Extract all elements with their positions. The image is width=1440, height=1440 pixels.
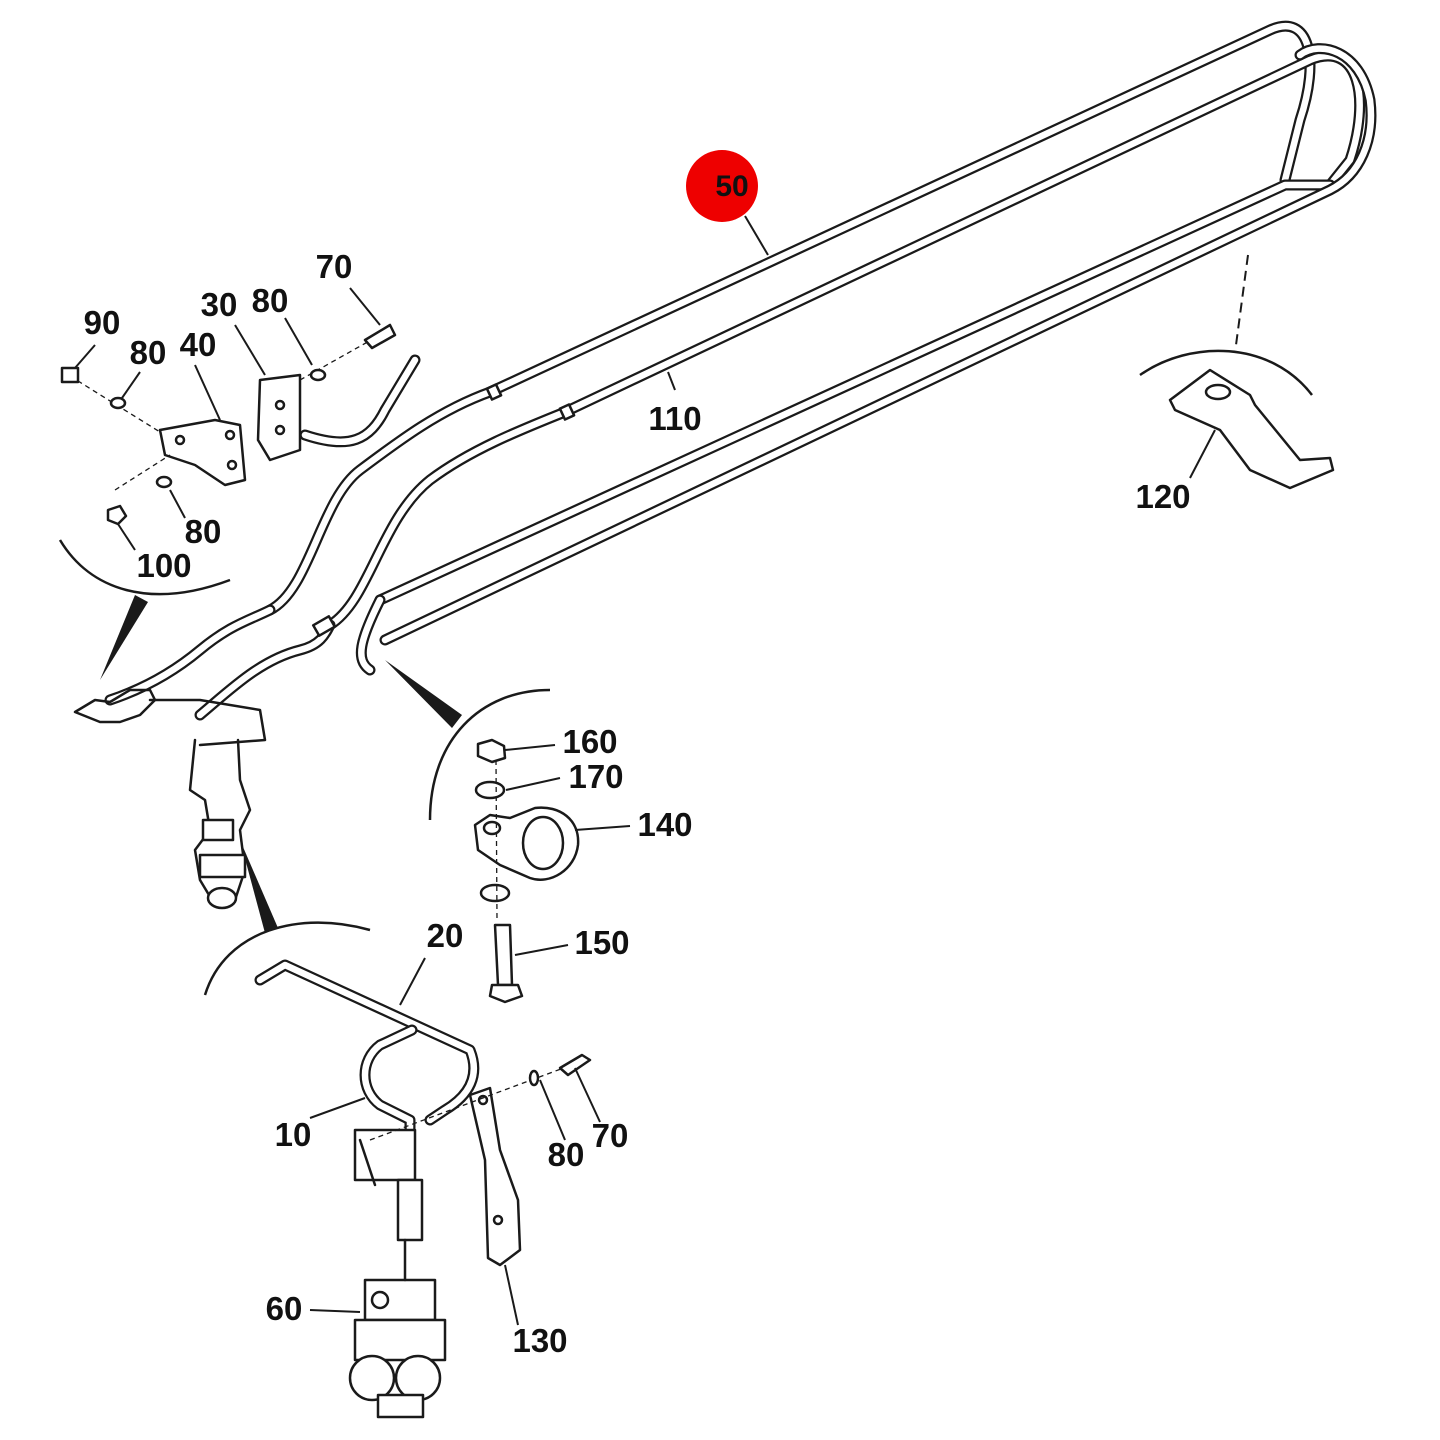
callout-label-160[interactable]: 160 bbox=[562, 723, 617, 760]
callout-label-30[interactable]: 30 bbox=[201, 286, 238, 323]
callout-label-80[interactable]: 80 bbox=[548, 1136, 585, 1173]
callout-label-70[interactable]: 70 bbox=[592, 1117, 629, 1154]
callout-label-120[interactable]: 120 bbox=[1135, 478, 1190, 515]
clamp-120-detail bbox=[1139, 254, 1335, 490]
callout-label-100[interactable]: 100 bbox=[136, 547, 191, 584]
detail-arc-bracket bbox=[58, 539, 231, 596]
callout-label-10[interactable]: 10 bbox=[275, 1116, 312, 1153]
bracket-detail bbox=[58, 323, 421, 680]
leader-lines bbox=[74, 215, 1216, 1326]
callout-label-80[interactable]: 80 bbox=[185, 513, 222, 550]
detail-arc-lower bbox=[203, 921, 371, 996]
callout-label-130[interactable]: 130 bbox=[512, 1322, 567, 1359]
detail-arc-clamp140 bbox=[428, 688, 551, 821]
detail-arrow-bracket bbox=[100, 595, 148, 680]
callout-label-110[interactable]: 110 bbox=[648, 400, 701, 437]
callout-label-150[interactable]: 150 bbox=[574, 924, 629, 961]
hydraulic-tube-assembly bbox=[104, 20, 1377, 721]
detail-arrow-clamp140 bbox=[385, 660, 462, 728]
callout-label-20[interactable]: 20 bbox=[427, 917, 464, 954]
callout-label-80[interactable]: 80 bbox=[130, 334, 167, 371]
callout-highlight-marker bbox=[686, 150, 758, 222]
callout-label-80[interactable]: 80 bbox=[252, 282, 289, 319]
callout-label-170[interactable]: 170 bbox=[568, 758, 623, 795]
callout-label-40[interactable]: 40 bbox=[180, 326, 217, 363]
callout-label-140[interactable]: 140 bbox=[637, 806, 692, 843]
callout-label-50: 50 bbox=[715, 170, 748, 203]
detail-arc-clamp120 bbox=[1139, 349, 1313, 396]
clamp-140-detail bbox=[385, 660, 580, 1004]
callout-label-70[interactable]: 70 bbox=[316, 248, 353, 285]
detail-arrow-lower bbox=[240, 840, 278, 933]
lower-assembly-detail bbox=[203, 840, 592, 1419]
callout-label-60[interactable]: 60 bbox=[266, 1290, 303, 1327]
callout-label-90[interactable]: 90 bbox=[84, 304, 121, 341]
callout-50[interactable]: 50 bbox=[686, 150, 758, 222]
valve-fitting-cluster bbox=[73, 688, 267, 910]
